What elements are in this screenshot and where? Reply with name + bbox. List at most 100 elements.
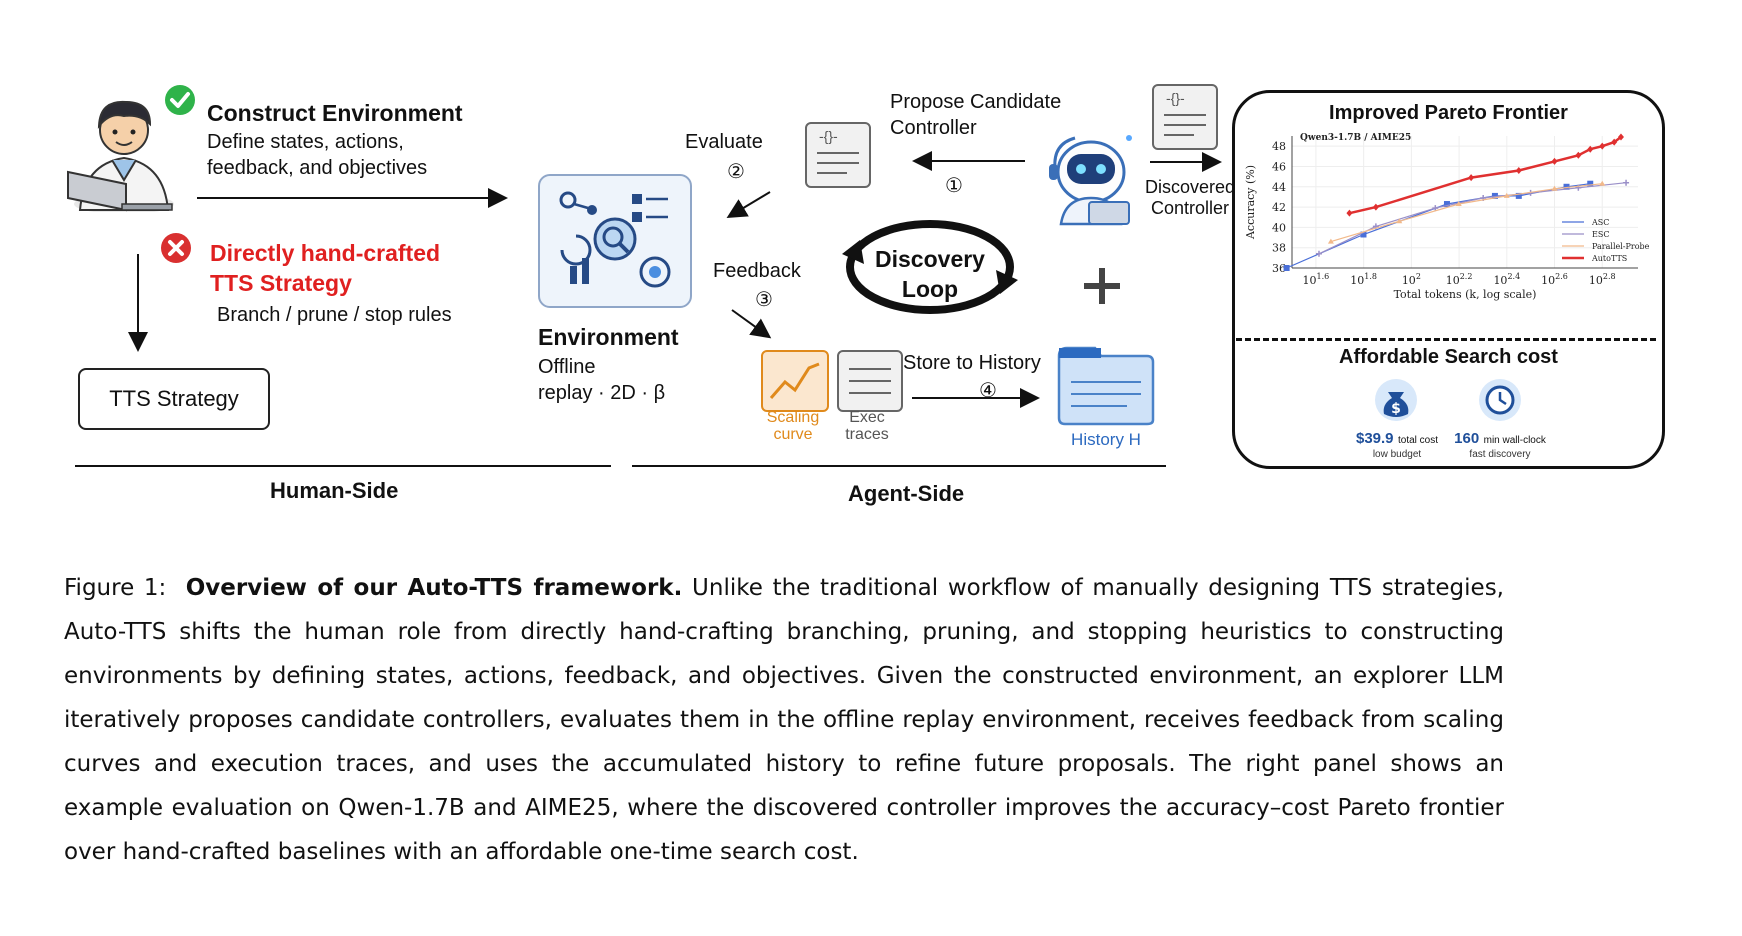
time-sub: fast discovery [1469,449,1531,460]
data-point [1443,201,1450,208]
human-side-label: Human-Side [270,478,399,503]
y-tick-label: 38 [1272,242,1286,255]
cost-unit: total cost [1397,435,1439,446]
discovered-label-line2: Controller [1150,198,1230,218]
time-unit: min wall-clock [1483,435,1546,446]
scaling-curve-icon [761,350,829,412]
tts-strategy-box: TTS Strategy [78,368,270,430]
evaluate-step-number: ② [727,161,745,183]
environment-title: Environment [538,324,679,350]
propose-step-number: ① [945,175,963,197]
flow-arrows [128,151,1222,408]
exec-traces-icon [837,350,903,412]
x-tick-label: 102.8 [1589,272,1616,287]
chart-subtitle: Qwen3-1.7B / AIME25 [1300,133,1411,143]
cost-title: Affordable Search cost [1339,346,1558,368]
environment-desc-line2: replay · 2D · β [538,382,666,404]
store-step-number: ④ [979,380,997,402]
code-glyph-2: -{}- [1166,90,1185,106]
caption-label: Figure 1: [64,575,167,601]
discovery-loop-icon [842,220,1018,314]
money-bag-icon: $ [1375,379,1417,421]
code-glyph: -{}- [819,128,838,144]
x-tick-label: 102.2 [1446,272,1473,287]
data-point [1455,201,1462,207]
data-point [1327,238,1334,244]
x-tick-label: 101.6 [1303,272,1330,287]
handcrafted-desc: Branch / prune / stop rules [217,304,452,326]
series-line-autotts [1349,136,1622,215]
x-tick-label: 101.8 [1350,272,1377,287]
data-point [1587,145,1594,153]
data-point [1360,231,1367,238]
history-label: History H [1071,430,1141,449]
data-point [1617,133,1624,141]
x-axis-title: Total tokens (k, log scale) [1394,288,1537,301]
legend-label: Parallel-Probe [1592,242,1650,251]
robot-agent-icon [1049,135,1132,226]
exec-traces-label-line1: Exec [849,409,885,426]
x-tick-label: 102 [1402,272,1421,287]
data-point [1575,151,1582,159]
legend-label: ASC [1591,218,1609,227]
data-point [1623,179,1630,186]
scaling-curve-label-line2: curve [773,426,813,443]
agent-side-label: Agent-Side [848,481,965,506]
discovered-label-line1: Discovered [1144,177,1236,197]
discovery-loop-line1: Discovery [875,246,985,272]
construct-environment-title: Construct Environment [207,100,463,126]
y-tick-label: 48 [1272,140,1286,153]
series-line-esc [1318,182,1627,255]
clock-icon [1479,379,1521,421]
y-tick-label: 36 [1272,262,1286,275]
discovery-loop-line2: Loop [901,276,959,302]
scaling-curve-label-line1: Scaling [766,409,820,426]
cost-sub: low budget [1372,449,1422,460]
results-panel [1232,90,1665,469]
panel-dashed-divider [1236,338,1656,341]
data-point [1599,142,1606,150]
data-point [1611,138,1618,146]
data-point [1491,192,1498,199]
data-point [1432,205,1439,212]
data-point [1346,209,1353,217]
data-point [1551,157,1558,165]
propose-label-line2: Controller [890,117,977,139]
feedback-label: Feedback [713,260,801,282]
code-card-evaluate: -{}- [805,122,871,188]
cost-value-row: $39.9 total cost [1348,430,1446,448]
data-point [1515,167,1522,175]
check-icon [165,85,195,115]
environment-desc-line1: Offline [538,356,596,378]
data-point [1551,185,1558,191]
feedback-step-number: ③ [755,289,773,311]
y-tick-label: 44 [1272,181,1286,194]
x-tick-label: 102.6 [1541,272,1568,287]
figure-caption: Figure 1: Overview of our Auto-TTS frame… [64,566,1504,874]
y-tick-label: 40 [1272,221,1286,234]
y-axis-title: Accuracy (%) [1244,165,1257,240]
series-line-parallel-probe [1330,183,1603,243]
y-tick-label: 46 [1272,160,1286,173]
y-tick-label: 42 [1272,201,1286,214]
data-point [1503,192,1510,198]
caption-title: Overview of our Auto-TTS framework. [185,575,683,601]
data-point [1515,192,1522,199]
evaluate-label: Evaluate [685,131,763,153]
data-point [1372,203,1379,211]
data-point [1283,265,1290,271]
plus-icon [1084,268,1120,304]
legend-label: ESC [1592,230,1609,239]
data-point [1587,180,1594,187]
pareto-title: Improved Pareto Frontier [1329,102,1568,124]
construct-desc-line2: feedback, and objectives [207,157,428,179]
code-card-discovered: -{}- [1152,84,1218,150]
series-line-asc [1286,183,1591,269]
cross-icon [161,233,191,263]
data-point [1315,250,1322,257]
caption-body: Unlike the traditional workflow of manua… [64,575,1504,865]
data-point [1599,180,1606,186]
exec-traces-label-line2: traces [845,426,889,443]
